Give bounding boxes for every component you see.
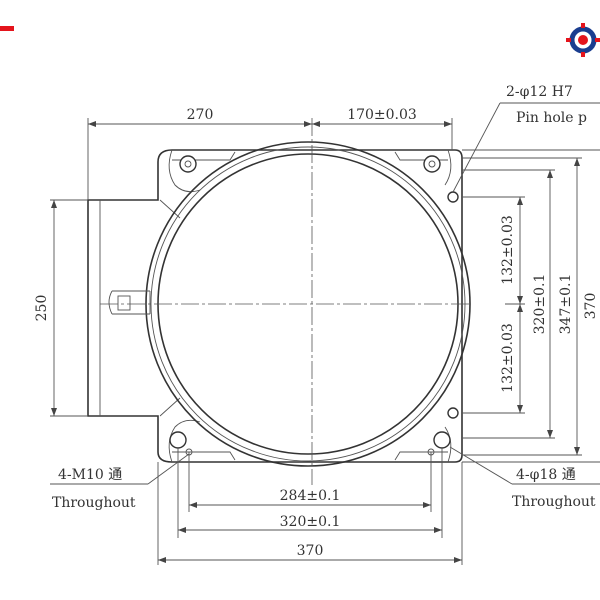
outer-bore <box>145 141 471 467</box>
dim-250: 250 <box>34 295 50 322</box>
dim-270: 270 <box>187 107 214 123</box>
company-logo-icon <box>566 23 600 57</box>
pin-hole-upper <box>447 191 459 203</box>
m10-spec: 4-M10 通 <box>58 467 122 483</box>
m10-desc: Throughout <box>52 495 136 511</box>
dim-370-vertical: 370 <box>583 293 599 320</box>
mounting-holes <box>169 155 459 456</box>
dim-370-horizontal: 370 <box>297 543 324 559</box>
pin-hole-desc: Pin hole p <box>516 110 587 126</box>
red-corner-mark-icon <box>0 26 14 31</box>
dim-284: 284±0.1 <box>280 488 341 504</box>
dim-347: 347±0.1 <box>558 274 574 335</box>
hole-top-right <box>423 155 441 173</box>
dim-132-lower: 132±0.03 <box>500 323 516 393</box>
hole-bottom-left <box>169 431 187 449</box>
pin-hole-spec: 2-φ12 H7 <box>506 84 573 100</box>
dim-170: 170±0.03 <box>347 107 417 123</box>
dimension-lines <box>50 102 600 565</box>
hole-bottom-right <box>433 431 451 449</box>
dim-132-upper: 132±0.03 <box>500 215 516 285</box>
dim-320-vertical: 320±0.1 <box>532 274 548 335</box>
dim-320-horizontal: 320±0.1 <box>280 514 341 530</box>
pin-hole-lower <box>447 407 459 419</box>
hole-top-left <box>179 155 197 173</box>
bore-desc: Throughout <box>512 494 596 510</box>
bore-spec: 4-φ18 通 <box>516 467 576 483</box>
